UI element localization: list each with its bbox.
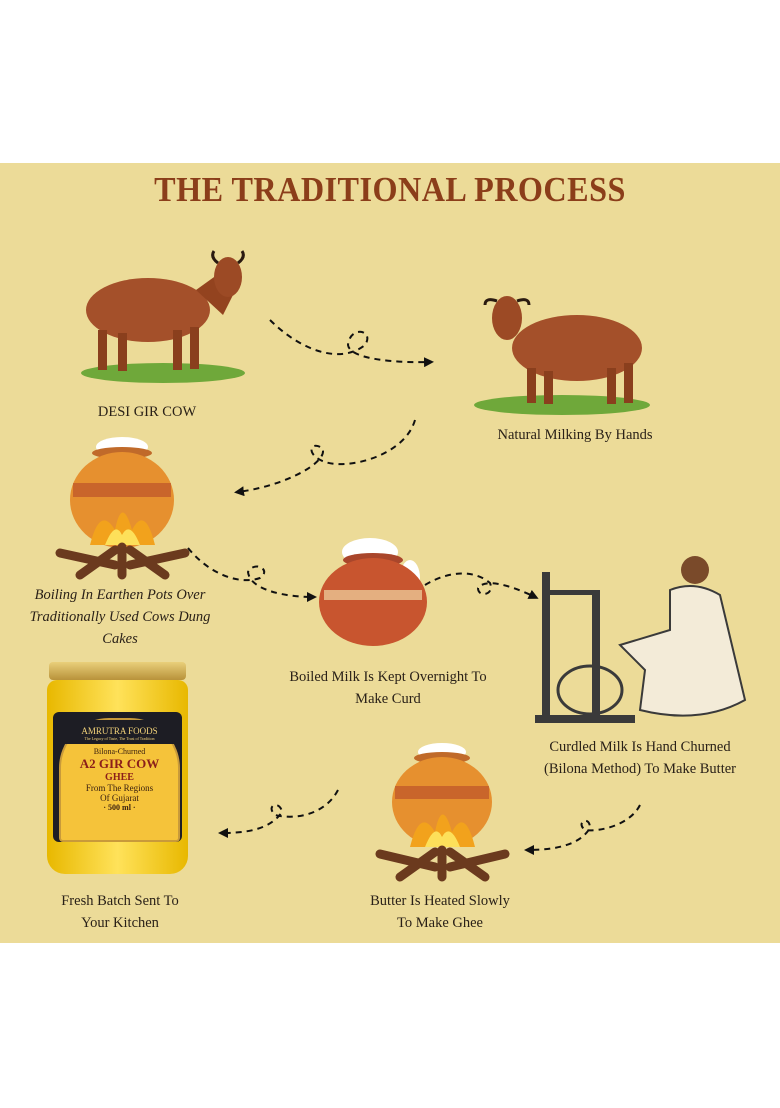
arrow-2 xyxy=(234,419,416,497)
arrow-1 xyxy=(269,319,434,368)
jar-tagline: The Legacy of Taste, The Trust of Tradit… xyxy=(61,736,178,744)
jar-volume: · 500 ml · xyxy=(103,803,136,812)
churning-woman-icon xyxy=(535,556,747,723)
pot-on-fire-icon xyxy=(375,743,510,882)
page-title: THE TRADITIONAL PROCESS xyxy=(154,170,626,209)
curd-pot-icon xyxy=(319,538,427,646)
arrow-3 xyxy=(187,547,317,602)
jar-product: A2 GIR COW xyxy=(79,756,160,771)
step-caption-natural-milking: Natural Milking By Hands xyxy=(497,427,653,443)
step-caption-churning: Curdled Milk Is Hand Churned(Bilona Meth… xyxy=(543,739,737,777)
jar-product-sub: GHEE xyxy=(105,772,134,783)
jar-origin-2: Of Gujarat xyxy=(100,793,139,803)
ghee-jar-icon: AMRUTRA FOODS The Legacy of Taste, The T… xyxy=(45,662,190,874)
arrow-6 xyxy=(218,789,339,838)
arrow-4 xyxy=(424,572,539,599)
step-caption-desi-gir-cow: DESI GIR COW xyxy=(97,404,197,420)
arrow-5 xyxy=(524,804,641,855)
jar-type: Bilona-Churned xyxy=(93,747,146,756)
cow-icon xyxy=(81,250,245,383)
pot-on-fire-icon xyxy=(55,437,190,580)
jar-brand: AMRUTRA FOODS xyxy=(61,720,178,736)
cow-icon xyxy=(474,296,650,415)
jar-origin: From The Regions xyxy=(85,783,154,793)
